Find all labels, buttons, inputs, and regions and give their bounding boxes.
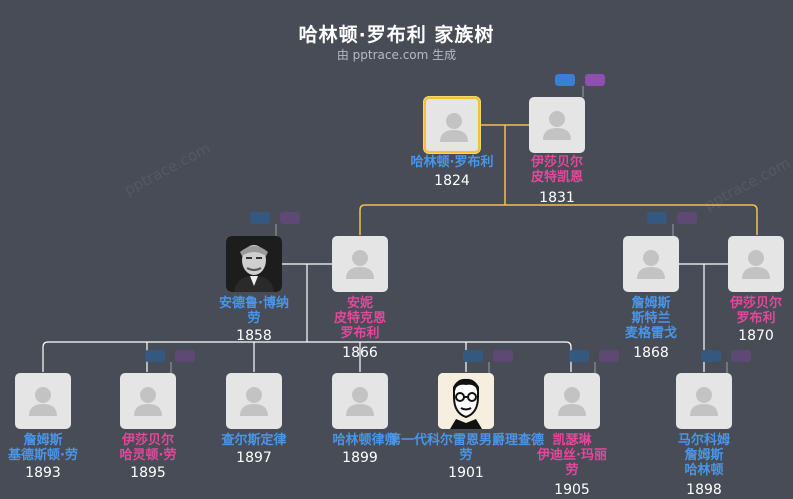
expand-toggle[interactable] [585, 74, 605, 86]
person-card[interactable] [424, 97, 480, 153]
person-card[interactable] [226, 373, 282, 429]
avatar-placeholder-icon [742, 250, 770, 279]
page-title: 哈林顿·罗布利 家族树 [298, 24, 495, 46]
avatar-placeholder-icon [543, 111, 571, 140]
person-card[interactable] [226, 236, 282, 292]
person-year: 1905 [554, 482, 590, 498]
expand-toggle[interactable] [599, 350, 619, 362]
person-card[interactable] [623, 236, 679, 292]
person-year: 1868 [633, 345, 669, 361]
person-year: 1870 [738, 328, 774, 344]
person-year: 1858 [236, 328, 272, 344]
person-year: 1895 [130, 465, 166, 481]
person-name[interactable]: 安妮 皮特克恩 罗布利 [333, 296, 386, 341]
expand-toggle[interactable] [250, 212, 270, 224]
person-year: 1893 [25, 465, 61, 481]
person-card[interactable] [120, 373, 176, 429]
expand-toggle[interactable] [569, 350, 589, 362]
avatar-placeholder-icon [346, 250, 374, 279]
person-name[interactable]: 哈林顿·罗布利 [410, 155, 494, 170]
avatar-placeholder-icon [440, 113, 468, 142]
person-name[interactable]: 凯瑟琳 伊迪丝·玛丽 劳 [537, 433, 607, 478]
person-year: 1824 [434, 173, 470, 189]
person-name[interactable]: 马尔科姆 詹姆斯 哈林顿 [677, 433, 730, 478]
avatar-placeholder-icon [637, 250, 665, 279]
expand-toggle[interactable] [701, 350, 721, 362]
person-card[interactable] [438, 373, 494, 429]
person-name[interactable]: 查尔斯定律 [221, 433, 287, 448]
person-name[interactable]: 第一代科尔雷恩男爵理查德 劳 [387, 433, 544, 463]
person-card[interactable] [676, 373, 732, 429]
expand-toggle[interactable] [731, 350, 751, 362]
expand-toggle[interactable] [647, 212, 667, 224]
portrait-old-man-icon [226, 236, 282, 292]
person-name[interactable]: 詹姆斯 基德斯顿·劳 [8, 433, 78, 463]
avatar-placeholder-icon [346, 387, 374, 416]
person-card[interactable] [332, 236, 388, 292]
person-year: 1866 [342, 345, 378, 361]
expand-toggle[interactable] [677, 212, 697, 224]
portrait-sketch-icon [438, 373, 494, 429]
expand-toggle[interactable] [463, 350, 483, 362]
person-year: 1898 [686, 482, 722, 498]
person-name[interactable]: 伊莎贝尔 皮特凯恩 [530, 155, 583, 185]
descent-line [42, 341, 572, 372]
person-year: 1899 [342, 450, 378, 466]
person-name[interactable]: 伊莎贝尔 罗布利 [729, 296, 782, 326]
person-card[interactable] [728, 236, 784, 292]
expand-toggle[interactable] [145, 350, 165, 362]
avatar-placeholder-icon [558, 387, 586, 416]
person-name[interactable]: 詹姆斯 斯特兰 麦格雷戈 [624, 296, 677, 341]
person-year: 1831 [539, 190, 575, 206]
avatar-placeholder-icon [29, 387, 57, 416]
avatar-placeholder-icon [690, 387, 718, 416]
person-name[interactable]: 哈林顿律师 [332, 433, 398, 448]
expand-toggle[interactable] [280, 212, 300, 224]
expand-toggle[interactable] [555, 74, 575, 86]
person-name[interactable]: 安德鲁·博纳 劳 [219, 296, 289, 326]
page-subtitle: 由 pptrace.com 生成 [336, 48, 457, 62]
avatar-placeholder-icon [240, 387, 268, 416]
person-card[interactable] [332, 373, 388, 429]
person-year: 1901 [448, 465, 484, 481]
person-name[interactable]: 伊莎贝尔 哈灵顿·劳 [119, 433, 177, 463]
expand-toggle[interactable] [493, 350, 513, 362]
person-card[interactable] [544, 373, 600, 429]
expand-toggle[interactable] [175, 350, 195, 362]
person-card[interactable] [15, 373, 71, 429]
person-card[interactable] [529, 97, 585, 153]
avatar-placeholder-icon [134, 387, 162, 416]
descent-line [359, 204, 758, 235]
person-year: 1897 [236, 450, 272, 466]
